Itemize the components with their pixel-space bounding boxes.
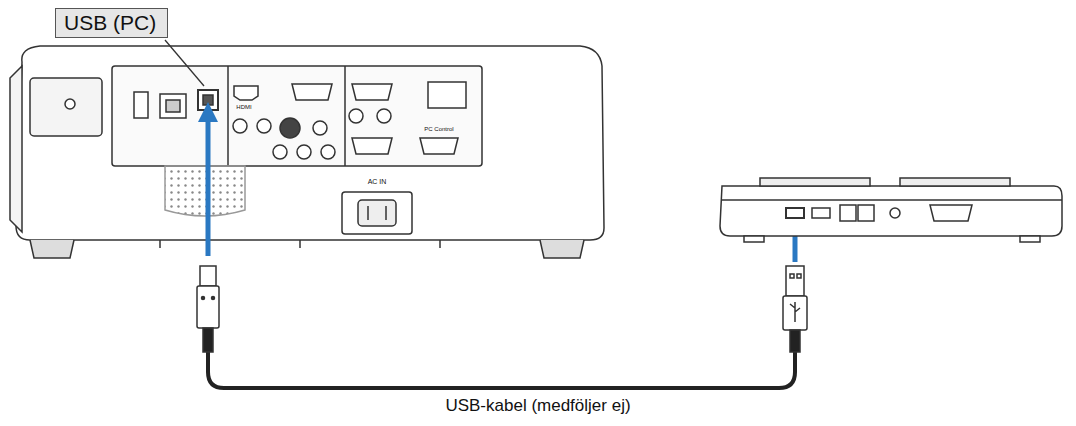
callout-box: USB (PC) bbox=[55, 8, 168, 38]
cable-caption: USB-kabel (medföljer ej) bbox=[445, 396, 630, 416]
port-label: HDMI bbox=[236, 104, 251, 110]
port-label: AC IN bbox=[368, 178, 387, 185]
projector bbox=[10, 46, 604, 258]
usb-b-plug bbox=[197, 266, 219, 352]
insert-arrow bbox=[206, 112, 211, 256]
laptop bbox=[720, 178, 1062, 242]
usb-a-plug bbox=[783, 266, 807, 352]
port-label: PC Control bbox=[424, 126, 453, 132]
callout-text: USB (PC) bbox=[64, 11, 156, 34]
usb-cable bbox=[208, 352, 795, 388]
leader-line bbox=[165, 40, 204, 86]
